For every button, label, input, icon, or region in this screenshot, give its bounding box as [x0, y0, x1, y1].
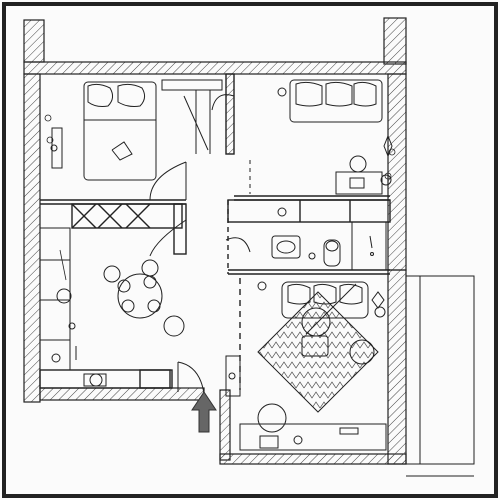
laptop [259, 435, 279, 449]
stool [56, 288, 72, 304]
shelf [225, 355, 241, 397]
chair [141, 259, 159, 277]
chair [163, 315, 185, 337]
kitchen-dining [39, 227, 185, 387]
rug [257, 291, 379, 413]
kitchen-counter [39, 227, 71, 371]
office [249, 79, 393, 195]
desk [335, 171, 383, 195]
double-bed [83, 81, 157, 181]
interior-walls [39, 73, 391, 390]
bathroom [271, 207, 387, 271]
toilet [323, 239, 341, 267]
plant [371, 291, 385, 309]
shower [351, 221, 387, 271]
armchair [257, 403, 287, 433]
desk [239, 423, 387, 451]
plant [257, 281, 267, 291]
sink [271, 235, 301, 259]
chair [349, 155, 367, 173]
round-table [117, 273, 163, 319]
living-room [225, 281, 387, 451]
bedroom [50, 79, 223, 181]
door-swings [149, 94, 251, 395]
pillow [117, 83, 146, 107]
arrow-up-icon [191, 391, 217, 433]
decor-marks [44, 114, 396, 281]
sofa [281, 281, 369, 319]
armchair [349, 339, 375, 365]
sofa [289, 79, 383, 123]
chair [103, 265, 121, 283]
lamp [277, 87, 287, 97]
balcony [405, 275, 475, 477]
pillow [87, 83, 114, 107]
